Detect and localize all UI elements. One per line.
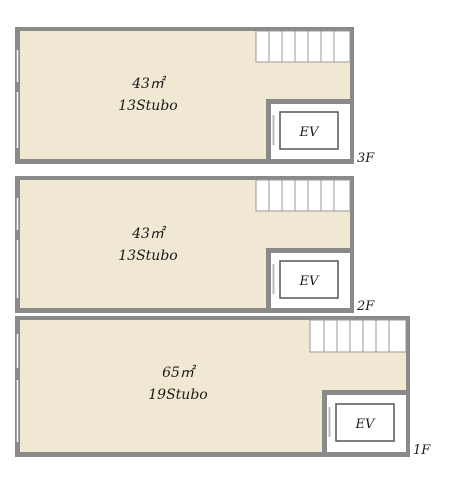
floor-1f-elevator-shaft: EV (322, 390, 410, 457)
floor-1f-ev-label: EV (355, 417, 376, 432)
floor-2f-area: 43㎡ (131, 225, 167, 242)
floor-1f-tsubo: 19Stubo (148, 387, 207, 403)
floor-3f-area: 43㎡ (131, 75, 167, 92)
floor-3f-ev-label: EV (299, 125, 320, 140)
floor-2f-tsubo: 13Stubo (118, 248, 177, 264)
floor-1f-area: 65㎡ (162, 364, 197, 381)
floor-1f-elevator-car (335, 403, 395, 442)
floor-1f: EV 65㎡ 19Stubo 1F (15, 316, 431, 458)
floor-3f-label: 3F (357, 151, 375, 166)
floor-2f-ev-label: EV (299, 274, 320, 289)
floor-3f-tsubo: 13Stubo (118, 98, 177, 114)
floor-2f-elevator-car (279, 260, 339, 299)
floor-3f-elevator-shaft: EV (266, 99, 354, 164)
floor-1f-stairs (309, 319, 407, 353)
floor-3f-elevator-car (279, 111, 339, 150)
floor-2f-label: 2F (356, 299, 375, 314)
floor-2f-elevator-shaft: EV (266, 248, 354, 313)
floor-2f: EV 43㎡ 13Stubo 2F (15, 176, 375, 314)
floor-3f-stairs (255, 30, 351, 63)
floor-3f: EV 43㎡ 13Stubo 3F (15, 27, 375, 166)
floor-2f-stairs (255, 179, 351, 212)
floor-1f-label: 1F (413, 443, 431, 458)
